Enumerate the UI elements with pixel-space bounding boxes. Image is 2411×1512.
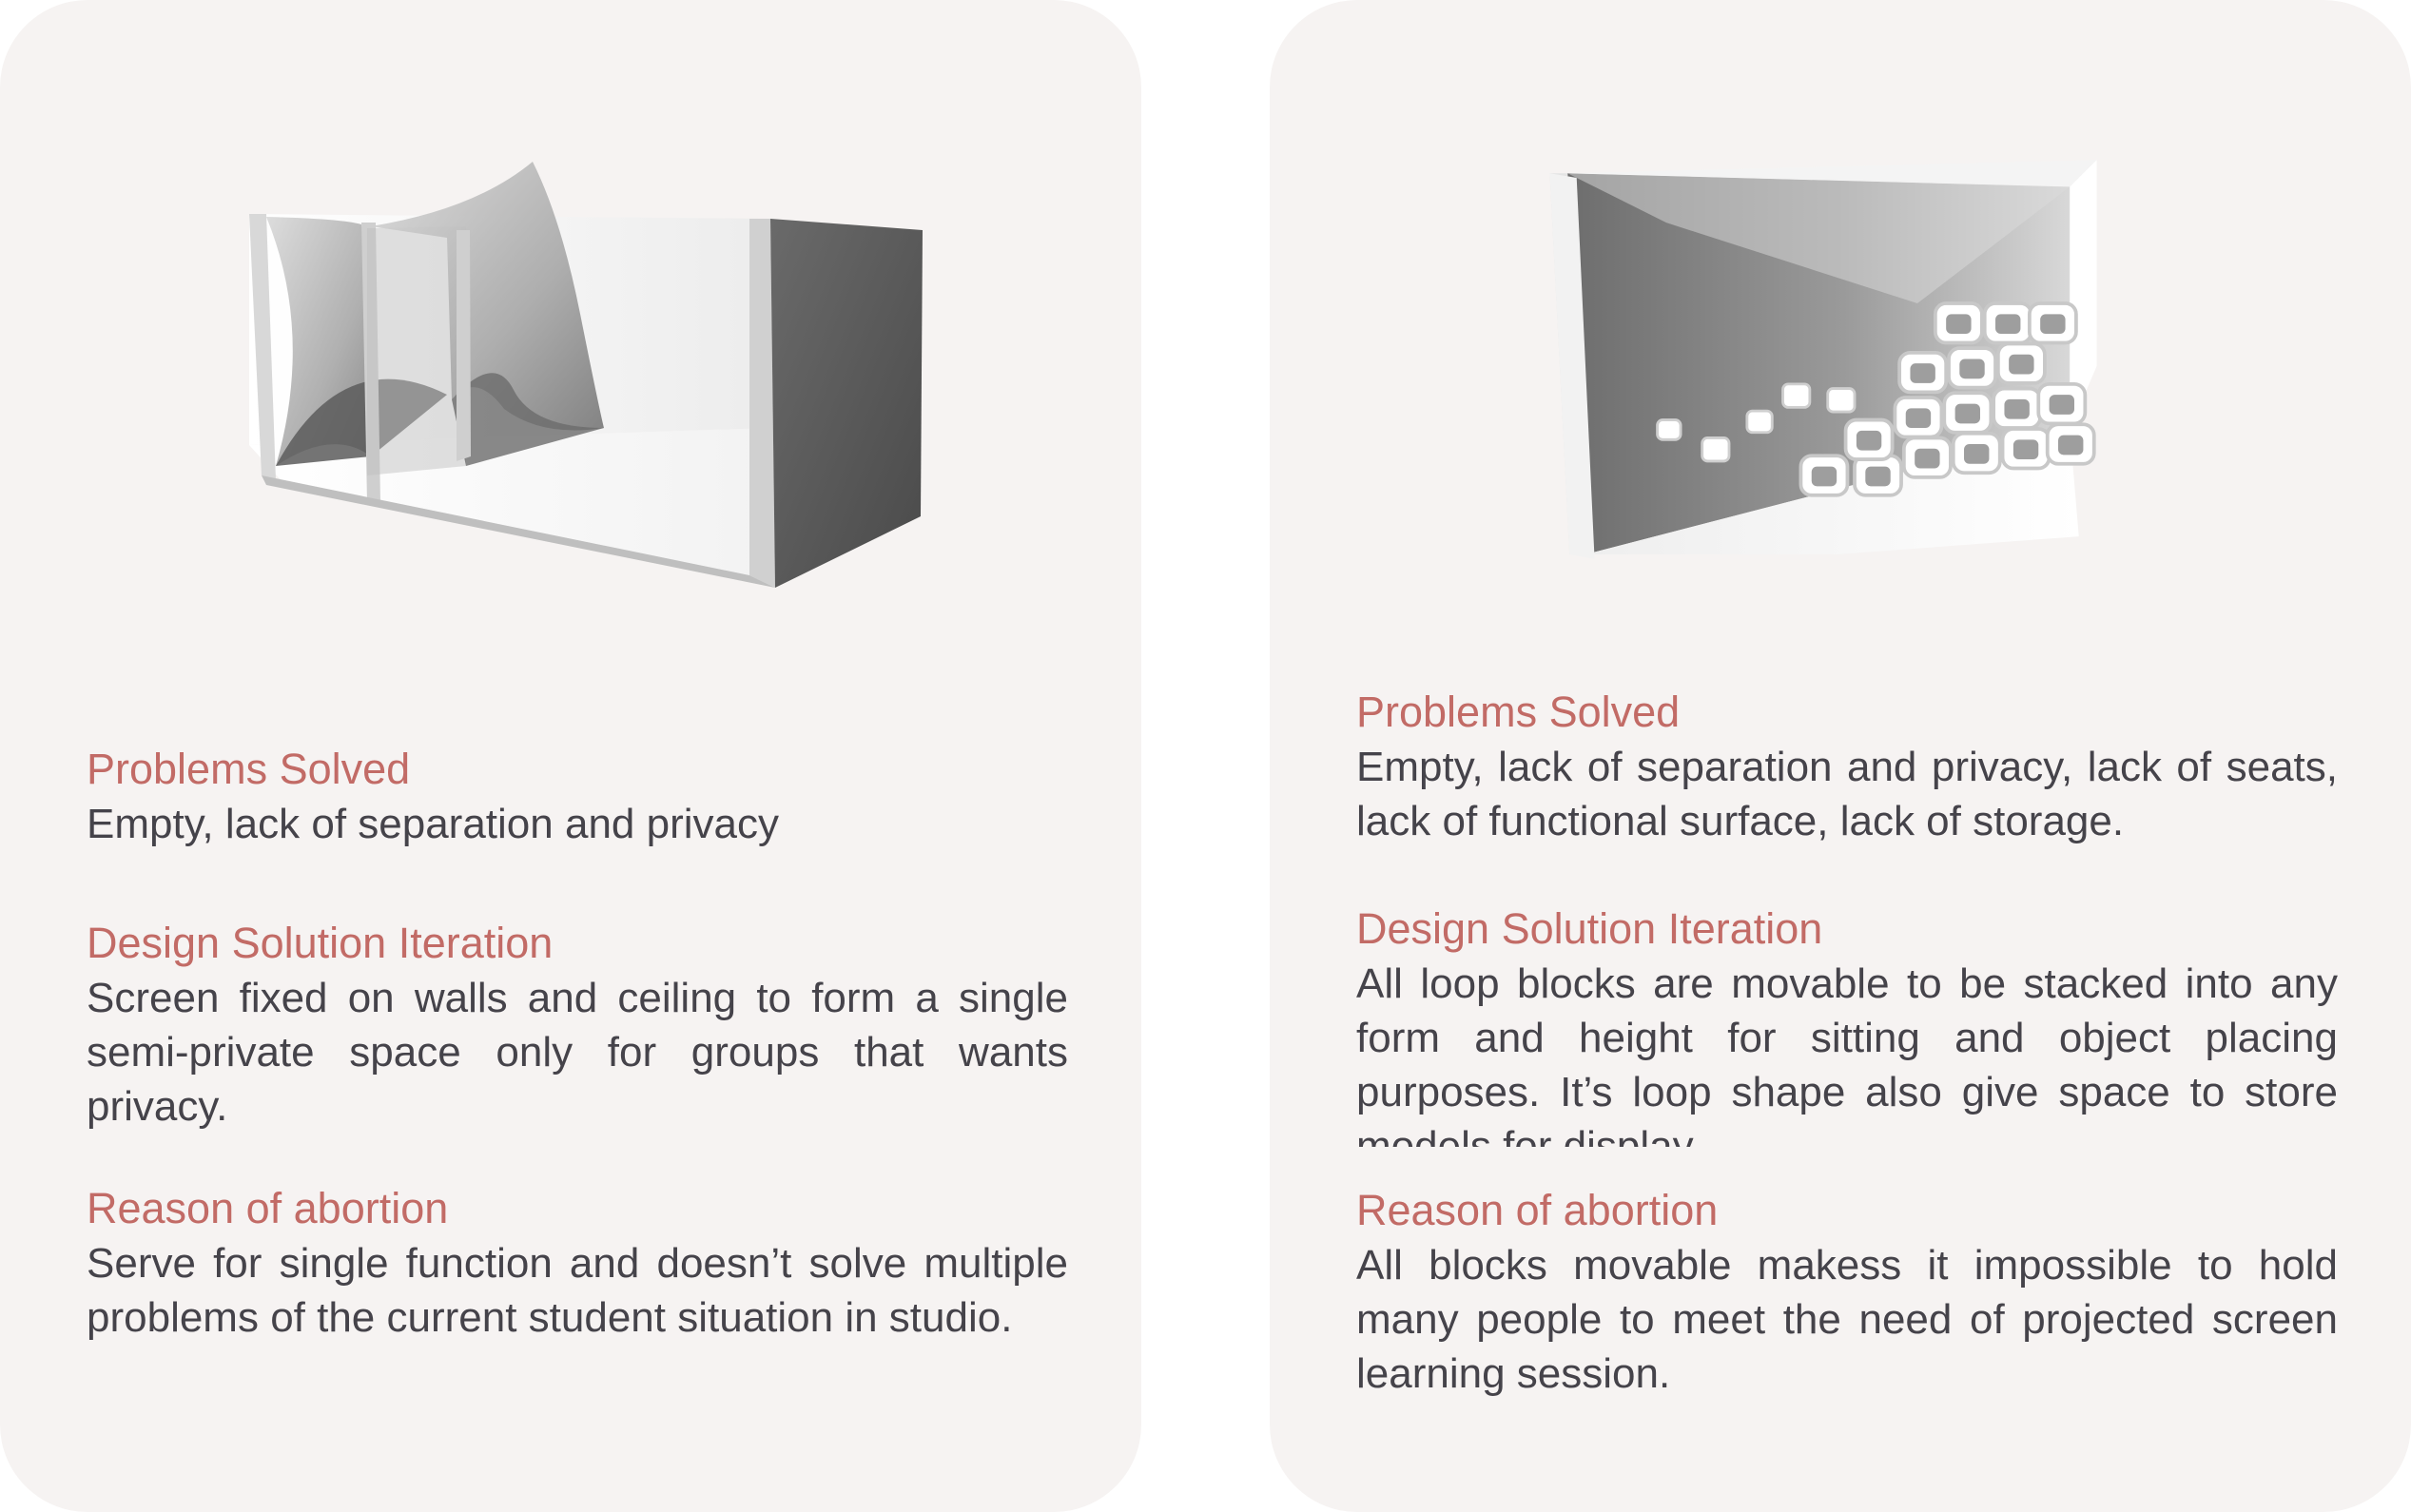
curved-screen-room-model-icon: [249, 162, 923, 588]
card-left-text: Problems Solved Empty, lack of separatio…: [87, 742, 1068, 1345]
section-heading: Design Solution Iteration: [87, 919, 554, 967]
loop-blocks-room-model-icon: [1549, 160, 2097, 559]
section-heading: Design Solution Iteration: [1356, 904, 1823, 953]
problems-solved-section: Problems Solved Empty, lack of separatio…: [1356, 685, 2338, 848]
reason-of-abortion-section: Reason of abortion Serve for single func…: [87, 1181, 1068, 1345]
problems-solved-section: Problems Solved Empty, lack of separatio…: [87, 742, 1068, 851]
design-solution-section: Design Solution Iteration All loop block…: [1356, 901, 2338, 1147]
section-heading: Problems Solved: [1356, 688, 1681, 736]
card-right-text: Problems Solved Empty, lack of separatio…: [1356, 685, 2338, 1401]
design-solution-section: Design Solution Iteration Screen fixed o…: [87, 916, 1068, 1134]
section-heading: Reason of abortion: [1356, 1186, 1719, 1234]
section-body: Empty, lack of separation and privacy, l…: [1356, 744, 2338, 844]
section-body: All loop blocks are movable to be stacke…: [1356, 960, 2338, 1147]
section-body: Serve for single function and doesn’t so…: [87, 1240, 1068, 1341]
section-body: Screen fixed on walls and ceiling to for…: [87, 975, 1068, 1130]
section-body: Empty, lack of separation and privacy: [87, 801, 779, 847]
section-heading: Reason of abortion: [87, 1184, 449, 1232]
section-heading: Problems Solved: [87, 745, 411, 793]
card-left: Problems Solved Empty, lack of separatio…: [0, 0, 1141, 1512]
section-body: All blocks movable makess it impossible …: [1356, 1242, 2338, 1397]
reason-of-abortion-section: Reason of abortion All blocks movable ma…: [1356, 1183, 2338, 1401]
